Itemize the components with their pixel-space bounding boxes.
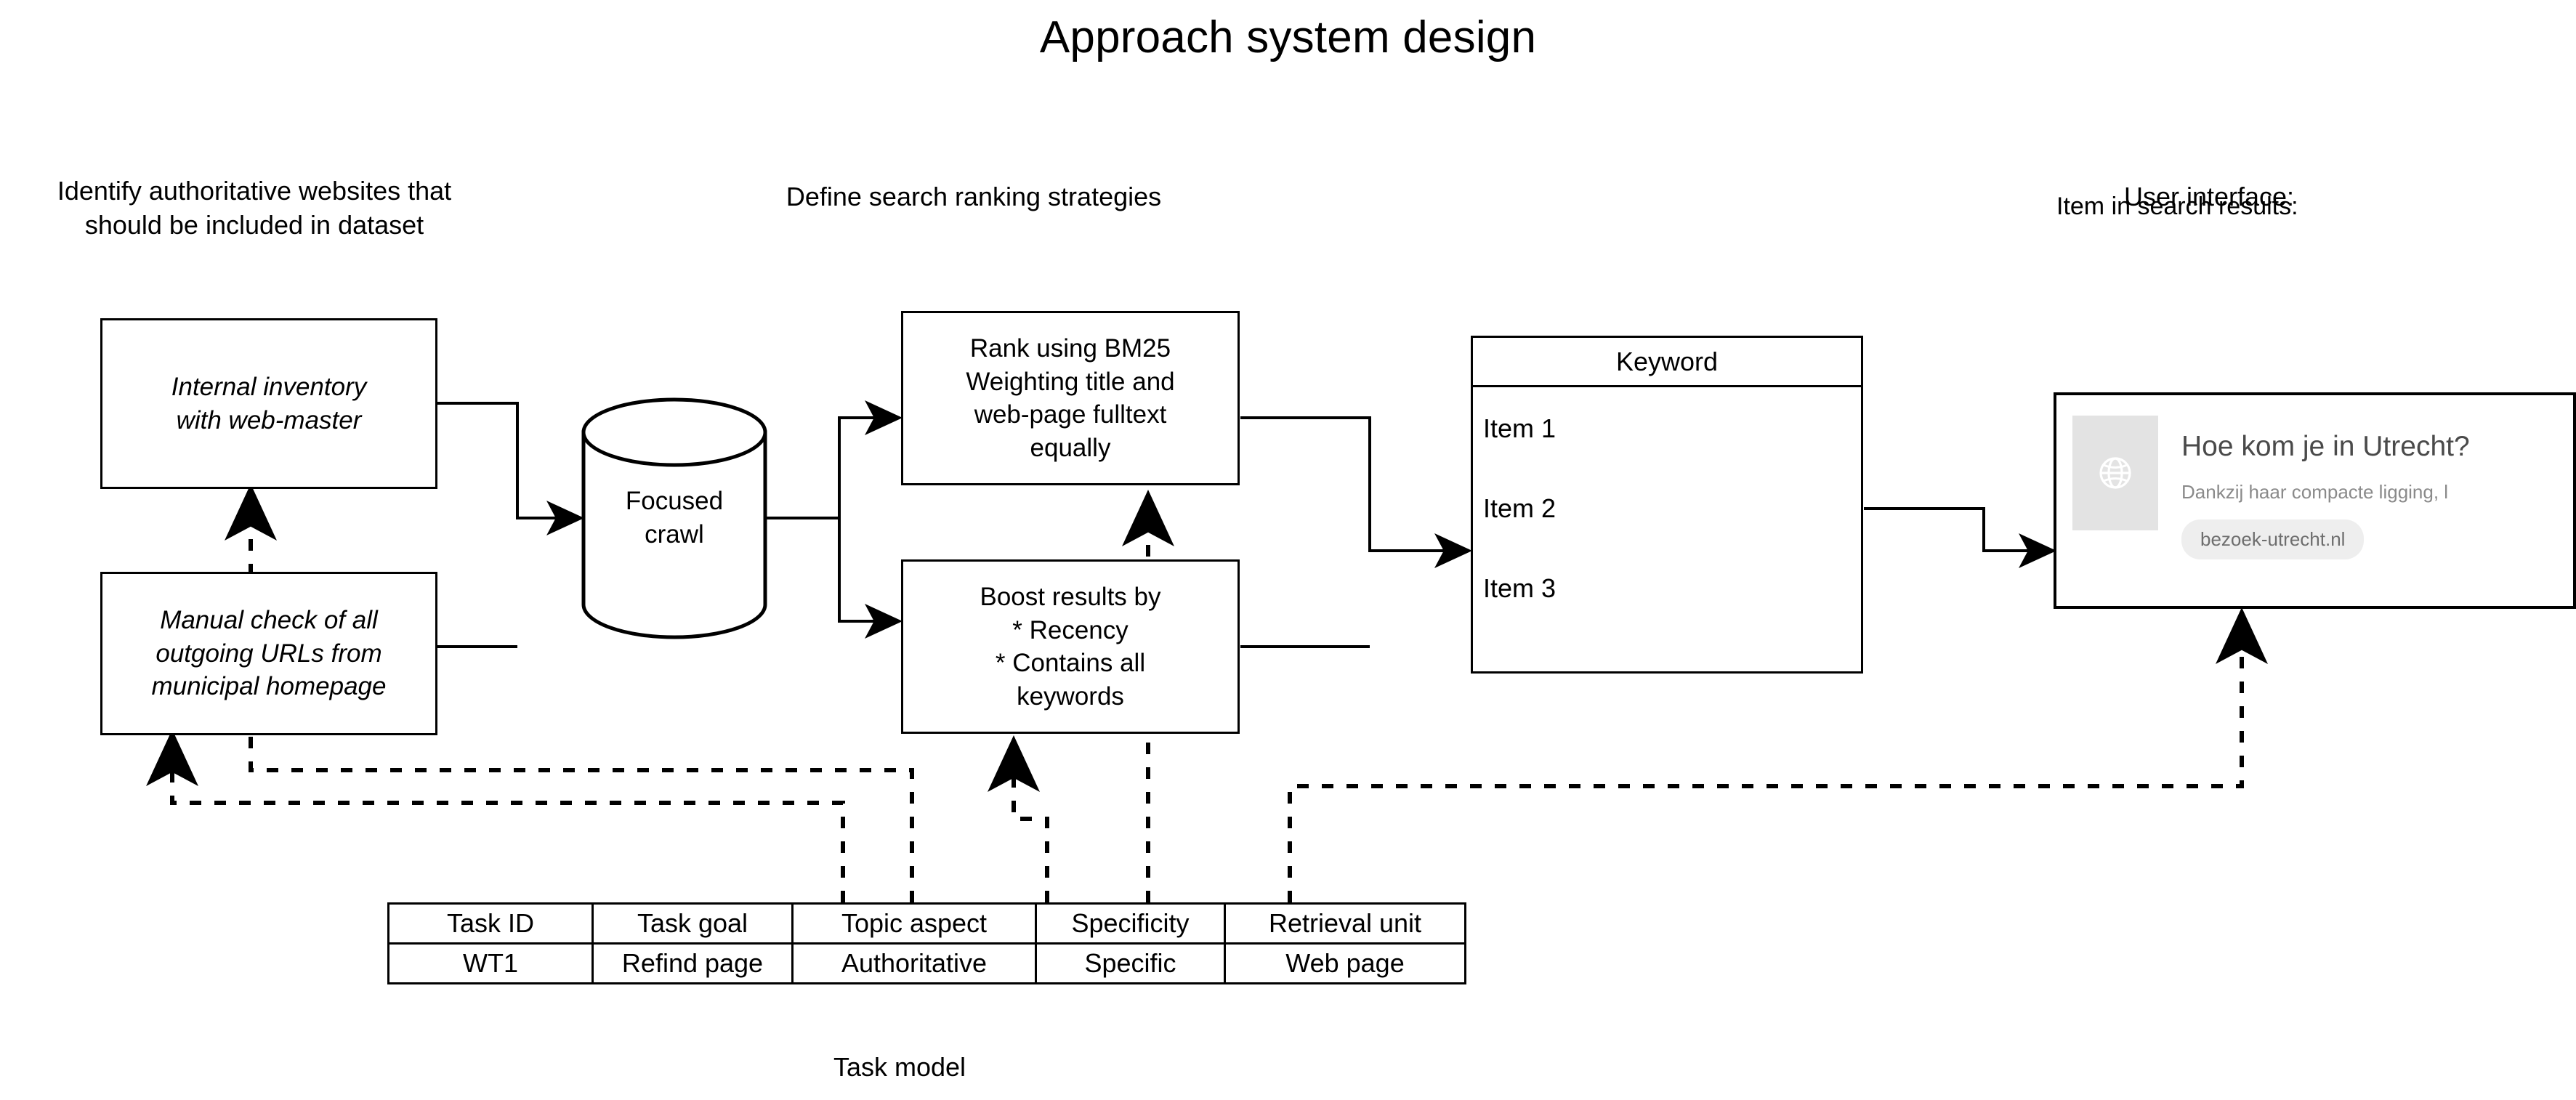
task-model-caption: Task model xyxy=(833,1052,966,1082)
table-header-cell: Specificity xyxy=(1035,902,1226,945)
keyword-panel-body: Item 1 Item 2 Item 3 xyxy=(1473,387,1861,607)
node-manual-check[interactable]: Manual check of all outgoing URLs from m… xyxy=(100,572,437,735)
node-rank-bm25[interactable]: Rank using BM25 Weighting title and web-… xyxy=(901,311,1240,485)
result-title[interactable]: Hoe kom je in Utrecht? xyxy=(2181,431,2470,462)
list-item[interactable]: Item 2 xyxy=(1483,493,1556,523)
table-cell: WT1 xyxy=(387,942,594,984)
table-header-cell: Task ID xyxy=(387,902,594,945)
task-model-table-wrap: Task ID Task goal Topic aspect Specifici… xyxy=(387,902,1466,984)
keyword-panel-header: Keyword xyxy=(1473,338,1861,387)
section-label-user-interface: User interface: xyxy=(2123,182,2295,211)
node-internal-inventory[interactable]: Internal inventory with web-master xyxy=(100,318,437,489)
table-cell: Authoritative xyxy=(791,942,1037,984)
node-focused-crawl[interactable]: Focused crawl xyxy=(581,397,767,639)
list-item[interactable]: Item 3 xyxy=(1483,573,1556,603)
result-snippet: Dankzij haar compacte ligging, l xyxy=(2181,480,2449,503)
result-url-chip[interactable]: bezoek-utrecht.nl xyxy=(2181,519,2365,559)
table-row[interactable]: WT1 Refind page Authoritative Specific W… xyxy=(387,942,1466,984)
table-cell: Refind page xyxy=(591,942,794,984)
list-item[interactable]: Item 1 xyxy=(1483,413,1556,443)
result-thumbnail xyxy=(2072,416,2158,530)
table-cell: Web page xyxy=(1224,942,1466,984)
table-header-cell: Retrieval unit xyxy=(1224,902,1466,945)
section-label-ranking: Define search ranking strategies xyxy=(786,182,1162,211)
search-result-card[interactable]: Hoe kom je in Utrecht? Dankzij haar comp… xyxy=(2054,392,2576,609)
search-result-label: Item in search results: xyxy=(2056,193,2298,220)
table-header-cell: Topic aspect xyxy=(791,902,1037,945)
cylinder-shape xyxy=(581,397,767,639)
section-label-identify: Identify authoritative websites that sho… xyxy=(57,176,452,240)
node-boost-results[interactable]: Boost results by * Recency * Contains al… xyxy=(901,559,1240,734)
task-model-table[interactable]: Task ID Task goal Topic aspect Specifici… xyxy=(387,902,1466,984)
globe-icon xyxy=(2099,457,2131,489)
table-cell: Specific xyxy=(1035,942,1226,984)
table-header-cell: Task goal xyxy=(591,902,794,945)
keyword-panel[interactable]: Keyword Item 1 Item 2 Item 3 xyxy=(1471,336,1863,674)
result-text-block: Hoe kom je in Utrecht? Dankzij haar comp… xyxy=(2181,431,2470,559)
table-header-row: Task ID Task goal Topic aspect Specifici… xyxy=(387,902,1466,945)
node-focused-crawl-label: Focused crawl xyxy=(625,487,724,549)
page-title: Approach system design xyxy=(1039,12,1537,62)
